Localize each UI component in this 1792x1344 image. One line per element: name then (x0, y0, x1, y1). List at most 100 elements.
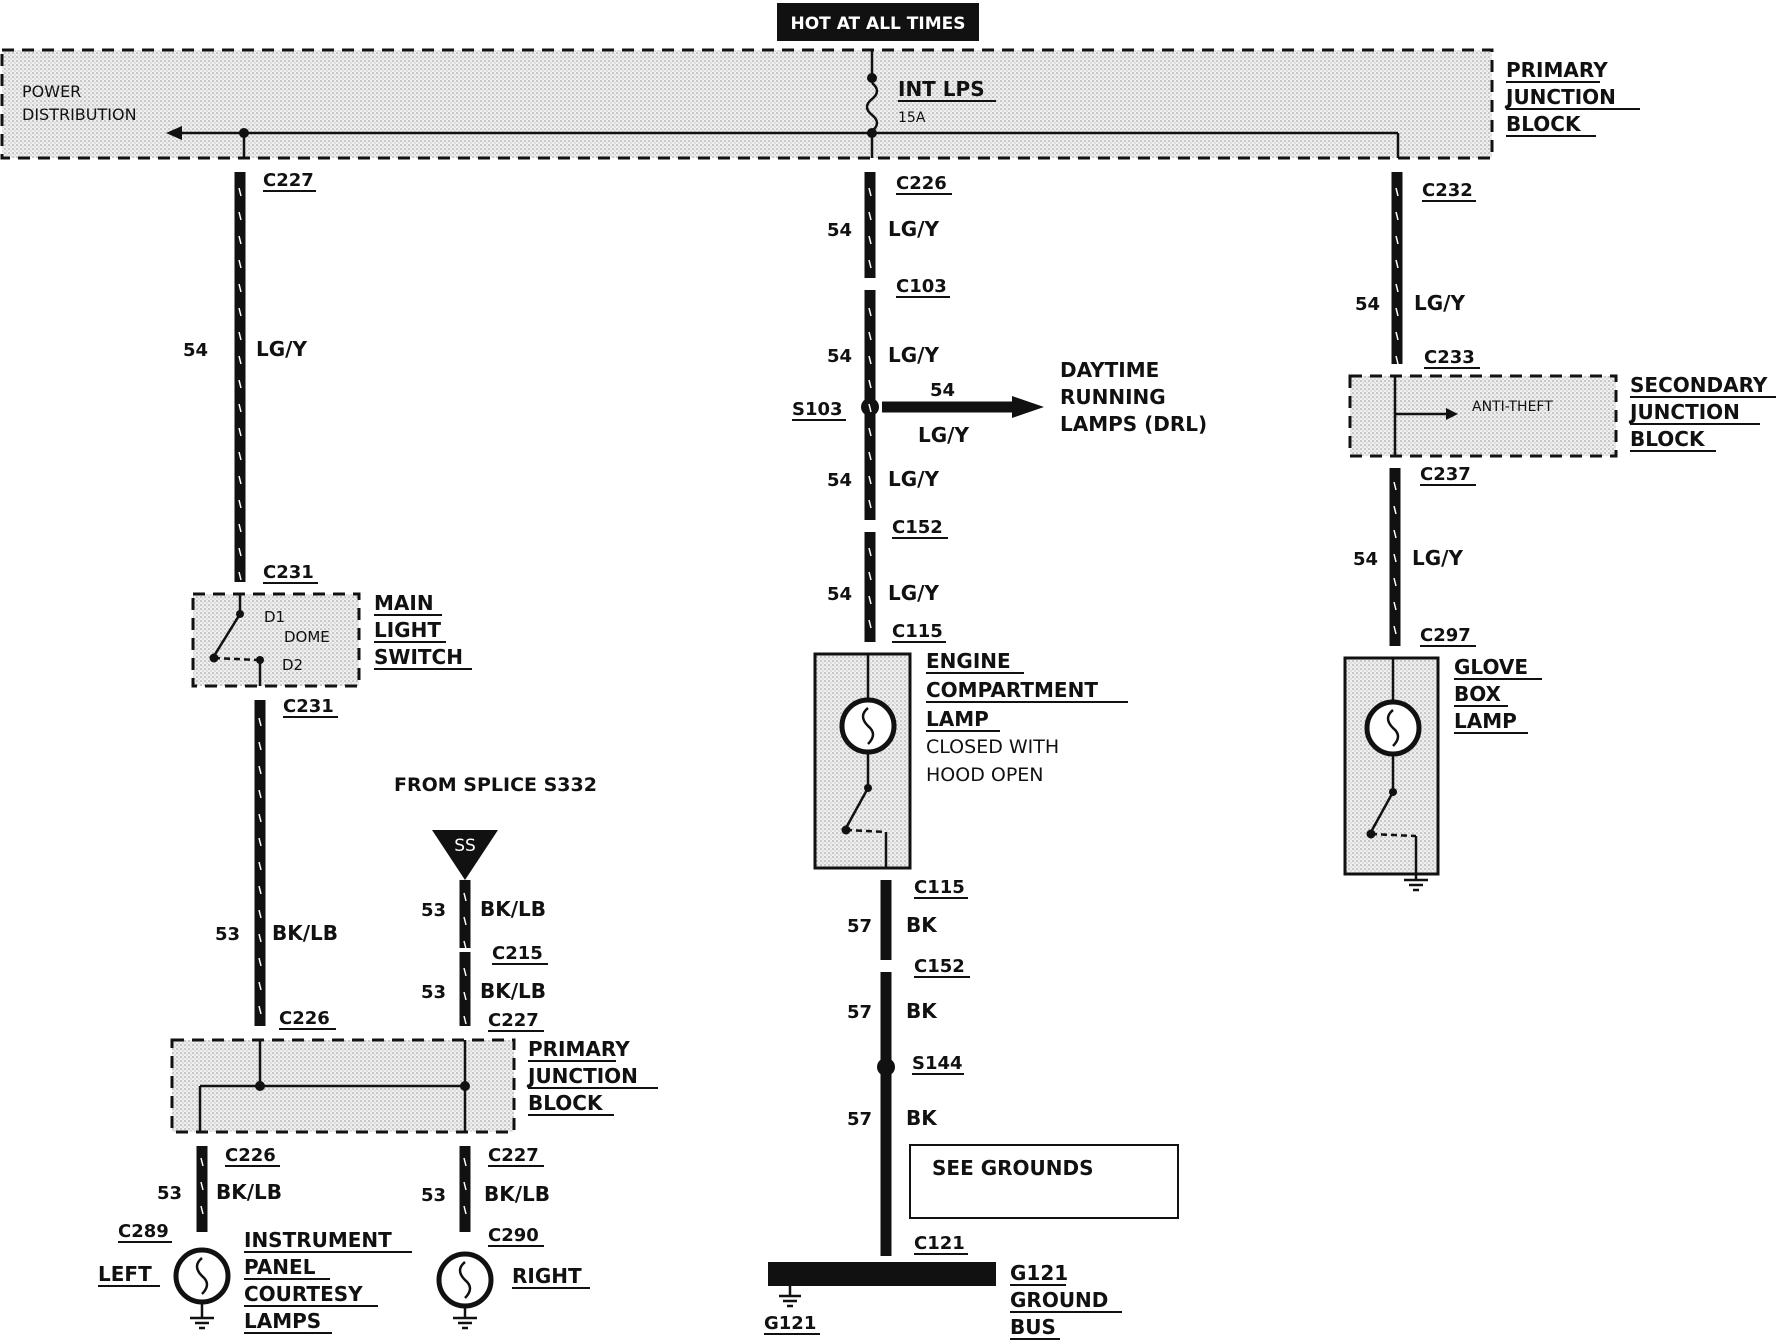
wire-stripe-tick (1395, 307, 1399, 317)
drl-arrow (1012, 396, 1044, 418)
wire-left-53-color: BK/LB (272, 921, 338, 945)
see-grounds-box (909, 1144, 1179, 1219)
anti-theft-label: ANTI-THEFT (1472, 399, 1553, 415)
courtesy-label-3: COURTESY (244, 1282, 363, 1306)
c121: C121 (914, 1233, 965, 1254)
c115-a: C115 (892, 621, 943, 642)
courtesy-right-label: RIGHT (512, 1264, 582, 1288)
wire-stripe-tick (463, 1157, 467, 1167)
c290: C290 (488, 1225, 539, 1246)
wire-stripe-tick (463, 940, 467, 950)
wire-stripe-tick (868, 259, 872, 269)
ground-bus-label-1: G121 (1010, 1261, 1068, 1285)
drl-wire-num: 54 (930, 380, 955, 401)
secondary-junction-block (1348, 374, 1618, 458)
c152-a: C152 (892, 517, 943, 538)
wire-splice-53-b-num: 53 (421, 982, 446, 1003)
wire-stripe-tick (238, 307, 242, 317)
wire-center-b-color: LG/Y (888, 343, 939, 367)
engine-compartment-lamp-box (813, 652, 912, 870)
wire-stripe-tick (238, 403, 242, 413)
wire-stripe-tick (238, 331, 242, 341)
c233: C233 (1424, 347, 1475, 368)
c152-b: C152 (914, 956, 965, 977)
wire-left-54-color: LG/Y (256, 337, 307, 361)
wire-stripe-tick (463, 1015, 467, 1025)
wire-stripe-tick (258, 717, 262, 727)
g121: G121 (764, 1313, 816, 1334)
wire-stripe-tick (868, 547, 872, 557)
g121-ground-bus (768, 1262, 996, 1286)
wire-stripe-tick (200, 1157, 204, 1167)
wire-stripe-tick (868, 235, 872, 245)
wire-stripe-tick (1393, 601, 1397, 611)
main-light-switch-shade (193, 594, 359, 686)
drl-label-1: DAYTIME (1060, 358, 1159, 382)
wire-right-a-num: 54 (1355, 294, 1380, 315)
fuse-node-top (867, 73, 877, 83)
c231-b: C231 (283, 696, 334, 717)
wire-center-c-num: 54 (827, 470, 852, 491)
c289: C289 (118, 1221, 169, 1242)
wire-stripe-tick (258, 909, 262, 919)
primary-junction-block-top (0, 48, 1494, 160)
wire-stripe-tick (1393, 577, 1397, 587)
wire-stripe-tick (258, 957, 262, 967)
wire-right-b-num: 54 (1353, 549, 1378, 570)
wire-stripe-tick (1393, 505, 1397, 515)
wire-stripe-tick (868, 379, 872, 389)
wire-stripe-tick (463, 1205, 467, 1215)
c297: C297 (1420, 625, 1471, 646)
glove-box-label-2: BOX (1454, 682, 1502, 706)
wire-center-c-color: LG/Y (888, 467, 939, 491)
wire-stripe-tick (238, 499, 242, 509)
wire-stripe-tick (868, 475, 872, 485)
wire-stripe-tick (258, 837, 262, 847)
hot-at-all-times-banner (777, 3, 979, 41)
wire-center-d-color: LG/Y (888, 581, 939, 605)
wire-left-54-num: 54 (183, 340, 208, 361)
wire-stripe-tick (868, 571, 872, 581)
wire-center-b-num: 54 (827, 346, 852, 367)
main-light-switch-label-3: SWITCH (374, 645, 463, 669)
courtesy-label-4: LAMPS (244, 1309, 321, 1333)
wire-stripe-tick (868, 211, 872, 221)
engine-lamp-label-1: ENGINE (926, 649, 1011, 673)
drl-label-2: RUNNING (1060, 385, 1166, 409)
switch-d2: D2 (282, 656, 303, 674)
wire-stripe-tick (868, 619, 872, 629)
secondary-junction-block-shade (1350, 376, 1616, 456)
primary-jb-top-label-1: PRIMARY (1506, 58, 1608, 82)
c232: C232 (1422, 180, 1473, 201)
primary-jb-top-label-3: BLOCK (1506, 112, 1582, 136)
wire-stripe-tick (258, 789, 262, 799)
wire-splice-53-a-color: BK/LB (480, 897, 546, 921)
wire-stripe-tick (258, 861, 262, 871)
wire-stripe-tick (1395, 235, 1399, 245)
wire-courtesy-left-num: 53 (157, 1183, 182, 1204)
see-grounds-text: SEE GROUNDS (932, 1156, 1094, 1180)
from-splice-label: FROM SPLICE S332 (394, 774, 597, 796)
hot-at-all-times-text: HOT AT ALL TIMES (791, 14, 966, 34)
wire-stripe-tick (1395, 259, 1399, 269)
wire-stripe-tick (238, 547, 242, 557)
c227-low: C227 (488, 1145, 539, 1166)
switch-d1: D1 (264, 608, 285, 626)
wire-stripe-tick (463, 916, 467, 926)
wire-stripe-tick (238, 355, 242, 365)
fuse-name: INT LPS (898, 77, 985, 101)
wire-courtesy-right-color: BK/LB (484, 1182, 550, 1206)
wire-stripe-tick (1395, 283, 1399, 293)
wire-stripe-tick (1393, 529, 1397, 539)
main-light-switch-label-2: LIGHT (374, 618, 441, 642)
fuse-symbol (865, 82, 879, 132)
glove-box-label-3: LAMP (1454, 709, 1517, 733)
wire-right-a-color: LG/Y (1414, 291, 1465, 315)
wire-center-57a-color: BK (906, 913, 938, 937)
wire-stripe-tick (258, 933, 262, 943)
primary-jb-top-label-2: JUNCTION (1504, 85, 1616, 109)
wire-center-57c-num: 57 (847, 1109, 872, 1130)
wire-stripe-tick (258, 765, 262, 775)
